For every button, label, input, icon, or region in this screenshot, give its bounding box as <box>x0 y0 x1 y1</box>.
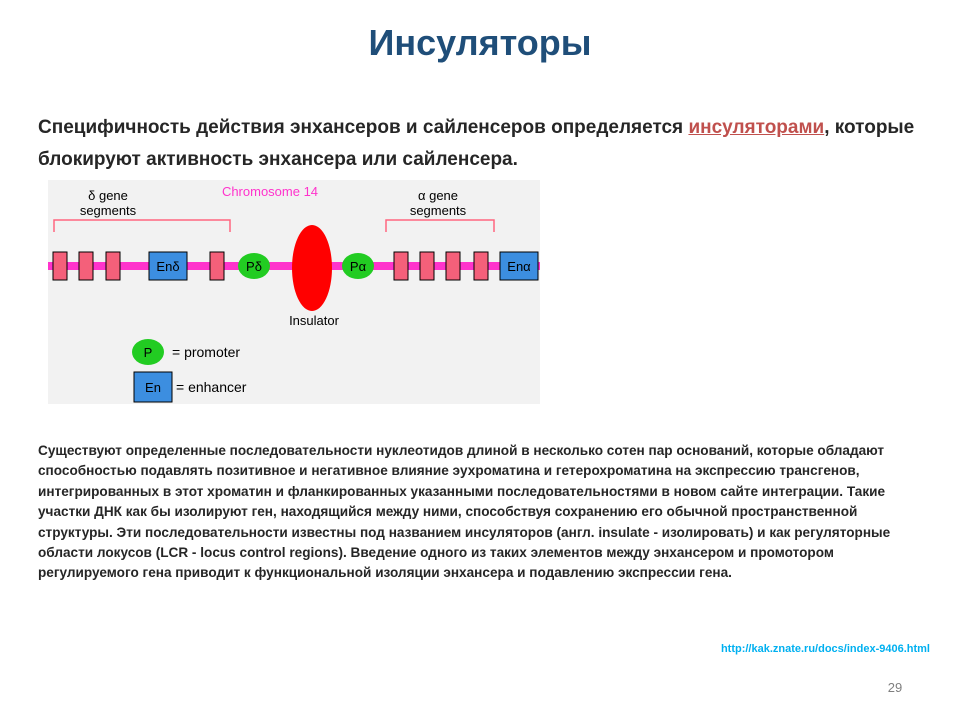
enhancer-alpha-box <box>499 251 539 281</box>
legend-enhancer-symbol <box>133 371 173 403</box>
slide-title: Инсуляторы <box>368 22 592 63</box>
legend-enhancer-text: = enhancer <box>176 379 247 395</box>
alpha-gene-label-line2: segments <box>410 203 467 218</box>
body-paragraph: Существуют определенные последовательнос… <box>38 443 891 581</box>
insulator-shape <box>292 225 332 311</box>
alpha-segment-1 <box>393 251 409 281</box>
delta-segment-4 <box>209 251 225 281</box>
enhancer-delta-label: Enδ <box>156 259 179 274</box>
insulators-link[interactable]: инсуляторами <box>688 117 825 138</box>
legend-promoter-symbol <box>132 339 164 365</box>
promoter-delta-label: Pδ <box>246 259 262 274</box>
alpha-segment-3 <box>445 251 461 281</box>
legend-promoter-text: = promoter <box>172 344 240 360</box>
delta-gene-label-line2: segments <box>80 203 137 218</box>
chromosome-label: Chromosome 14 <box>222 184 318 199</box>
alpha-segment-2 <box>419 251 435 281</box>
delta-segment-3 <box>105 251 121 281</box>
delta-segment-1 <box>52 251 68 281</box>
delta-gene-label-line1: δ gene <box>88 188 128 203</box>
intro-text: Специфичность действия энхансеров и сайл… <box>38 112 928 176</box>
promoter-alpha-label: Pα <box>350 259 367 274</box>
delta-segment-2 <box>78 251 94 281</box>
intro-part1: Специфичность действия энхансеров и сайл… <box>38 117 689 138</box>
promoter-delta <box>238 253 270 279</box>
promoter-alpha <box>342 253 374 279</box>
source-link[interactable]: http://kak.znate.ru/docs/index-9406.html <box>720 643 930 655</box>
alpha-segment-4 <box>473 251 489 281</box>
legend-promoter-symbol-label: P <box>144 345 153 360</box>
legend-enhancer-symbol-label: En <box>145 380 161 395</box>
page-number: 29 <box>887 680 903 695</box>
diagram-svg: Chromosome 14 δ gene segments α gene seg… <box>48 184 540 403</box>
delta-bracket <box>53 219 231 232</box>
alpha-gene-label-line1: α gene <box>418 188 458 203</box>
enhancer-delta-box <box>148 251 188 281</box>
alpha-bracket <box>385 219 495 232</box>
intro-part2: , которые блокируют активность энхансера… <box>38 117 915 170</box>
chromosome-diagram: Chromosome 14 δ gene segments α gene seg… <box>48 180 540 404</box>
insulator-label: Insulator <box>289 313 340 328</box>
enhancer-alpha-label: Enα <box>507 259 531 274</box>
